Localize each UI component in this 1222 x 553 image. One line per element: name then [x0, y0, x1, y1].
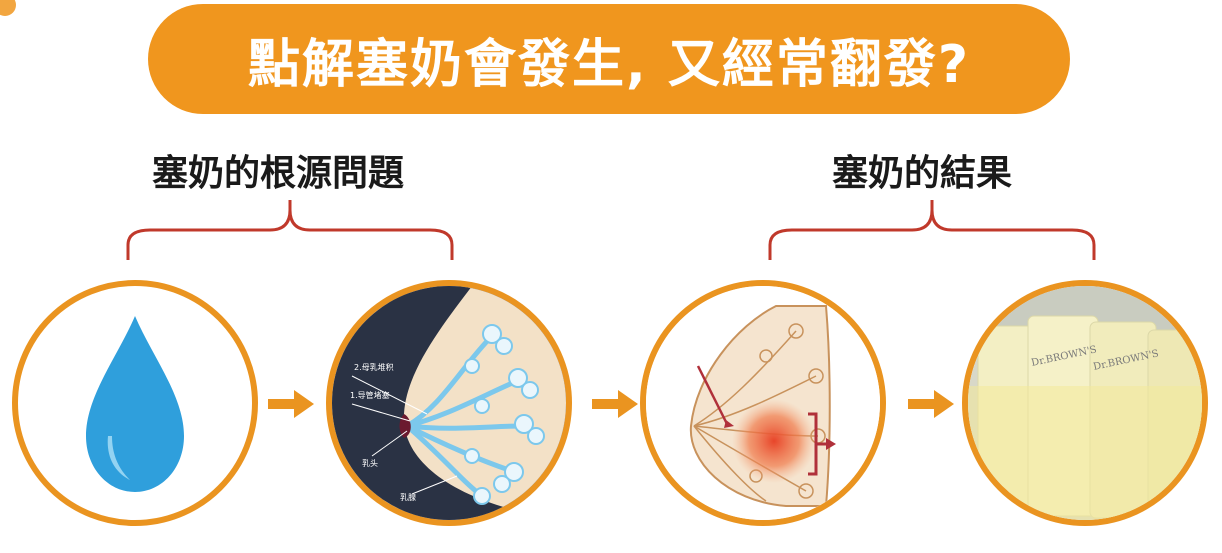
circle-water-drop [12, 280, 258, 526]
breast-inflammation-illustration [646, 286, 880, 520]
circle-milk-bags: Dr.BROWN'S Dr.BROWN'S [962, 280, 1208, 526]
arrow-right-1 [268, 390, 314, 418]
title-banner: 點解塞奶會發生, 又經常翻發? [148, 4, 1070, 114]
section-label-result: 塞奶的結果 [832, 153, 1013, 194]
circle-inflammation [640, 280, 886, 526]
left-brace [126, 200, 454, 260]
label-milk-accumulation: 2.母乳堆积 [354, 362, 394, 372]
arrow-right-2 [592, 390, 638, 418]
water-drop-icon [86, 316, 184, 492]
breast-duct-illustration: 2.母乳堆积 1.导管堵塞 乳头 乳腺 [332, 286, 566, 520]
corner-decoration [0, 0, 16, 16]
milk-storage-bags-photo: Dr.BROWN'S Dr.BROWN'S [968, 286, 1202, 520]
label-nipple: 乳头 [362, 458, 378, 468]
page-title: 點解塞奶會發生, 又經常翻發? [247, 34, 971, 95]
section-label-root-cause: 塞奶的根源問題 [152, 153, 405, 194]
label-duct-blockage: 1.导管堵塞 [350, 390, 390, 400]
label-gland: 乳腺 [400, 492, 416, 502]
arrow-right-3 [908, 390, 954, 418]
circle-duct-diagram: 2.母乳堆积 1.导管堵塞 乳头 乳腺 [326, 280, 572, 526]
right-brace [768, 200, 1096, 260]
